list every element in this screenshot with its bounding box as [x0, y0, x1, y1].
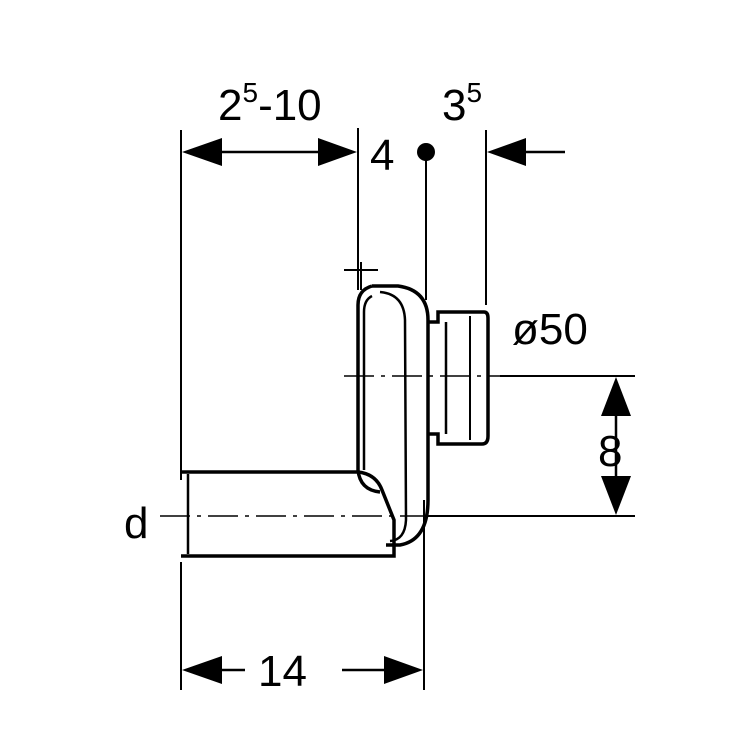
diameter-label: ø50 — [512, 305, 588, 354]
top-left-arrowhead-right — [318, 138, 357, 166]
top-left-dimension-label: 25-10 — [218, 77, 322, 130]
vertical-arrowhead-bottom — [601, 476, 631, 515]
vertical-arrowhead-top — [601, 377, 631, 416]
top-right-arrowhead — [487, 138, 526, 166]
bottom-arrowhead-right — [384, 656, 423, 684]
pipe-diameter-label: d — [124, 499, 148, 548]
siphon-housing-inner-back — [362, 294, 373, 470]
outlet-connector-body — [428, 310, 490, 446]
lower-pipe-body — [181, 470, 396, 558]
siphon-housing-outer — [372, 284, 430, 547]
center-dot-marker — [417, 143, 435, 161]
vertical-offset-label: 8 — [598, 427, 622, 476]
bottom-arrowhead-left — [182, 656, 222, 684]
siphon-housing-inner-front — [379, 290, 408, 543]
top-left-arrowhead-left — [182, 138, 222, 166]
top-right-dimension-label: 35 — [442, 77, 482, 130]
top-mid-dimension-label: 4 — [370, 131, 394, 180]
siphon-housing-back — [356, 284, 381, 494]
bottom-dimension-label: 14 — [258, 647, 307, 696]
